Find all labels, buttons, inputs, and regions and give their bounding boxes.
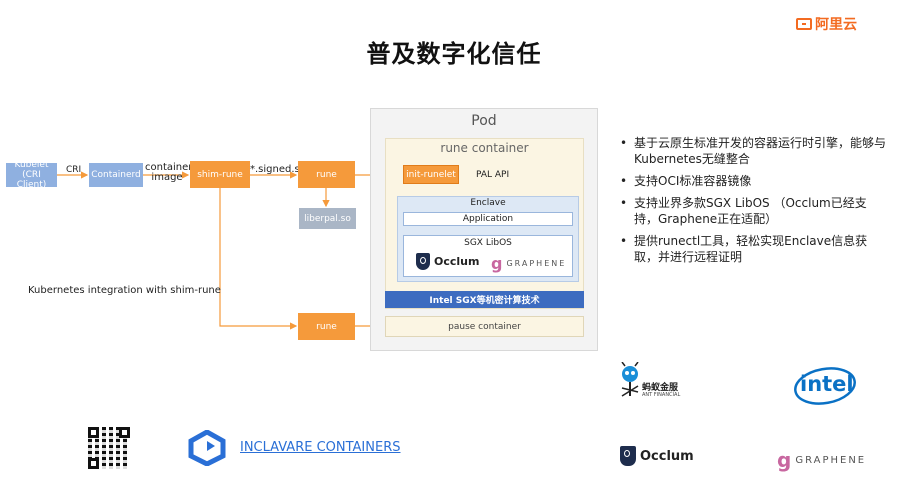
qr-code bbox=[88, 427, 130, 469]
pal-api-label: PAL API bbox=[476, 170, 510, 180]
containerd-node: Containerd bbox=[89, 163, 143, 187]
rune-node-top: rune bbox=[298, 161, 355, 188]
application-box: Application bbox=[403, 212, 573, 226]
container-image-label: container image bbox=[145, 162, 193, 183]
intel-swoosh-icon bbox=[794, 367, 856, 405]
ant-name: 蚂蚁金服 bbox=[642, 383, 679, 393]
list-item: 提供runectl工具，轻松实现Enclave信息获取，并进行远程证明 bbox=[620, 233, 890, 265]
kubelet-node: Kubelet (CRI Client) bbox=[6, 160, 57, 190]
graphene-logo: g GRAPHENE bbox=[777, 448, 866, 472]
sgx-libos-title: SGX LibOS bbox=[464, 238, 512, 248]
occlum-inline-logo: Occlum bbox=[416, 253, 479, 270]
intel-sgx-bar: Intel SGX等机密计算技术 bbox=[385, 291, 584, 308]
occlum-logo: Occlum bbox=[620, 446, 694, 466]
occlum-text: Occlum bbox=[640, 448, 694, 464]
arrow-shim-rune-bottom bbox=[219, 186, 298, 330]
list-item: 支持OCI标准容器镜像 bbox=[620, 173, 890, 189]
ant-financial-logo: 蚂蚁金服 ANT FINANCIAL bbox=[616, 362, 688, 410]
occlum-shield-icon bbox=[620, 446, 636, 466]
rune-node-bottom: rune bbox=[298, 313, 355, 340]
sgx-libos-box bbox=[403, 235, 573, 277]
signed-so-label: *.signed.so bbox=[250, 164, 306, 175]
list-item: 基于云原生标准开发的容器运行时引擎，能够与Kubernetes无缝整合 bbox=[620, 135, 890, 167]
brand-name: 阿里云 bbox=[815, 17, 857, 33]
graphene-g-icon: g bbox=[491, 254, 503, 273]
ant-subname: ANT FINANCIAL bbox=[642, 392, 681, 398]
cri-label: CRI bbox=[66, 165, 82, 175]
shim-rune-node: shim-rune bbox=[190, 161, 250, 188]
liberpal-node: liberpal.so bbox=[299, 208, 356, 229]
feature-list: 基于云原生标准开发的容器运行时引擎，能够与Kubernetes无缝整合 支持OC… bbox=[620, 135, 890, 271]
intel-text: intel bbox=[800, 372, 854, 396]
page-title: 普及数字化信任 bbox=[366, 40, 542, 68]
pause-container-box: pause container bbox=[385, 316, 584, 337]
graphene-text: GRAPHENE bbox=[795, 454, 867, 466]
graphene-inline-logo: g GRAPHENE bbox=[491, 254, 566, 273]
intel-logo: intel bbox=[792, 364, 858, 408]
rune-container-title: rune container bbox=[440, 141, 529, 155]
ant-icon bbox=[621, 362, 639, 397]
inclavare-logo-icon bbox=[188, 430, 226, 466]
enclave-title: Enclave bbox=[470, 198, 506, 208]
alibaba-cloud-icon bbox=[796, 18, 812, 30]
inclavare-link[interactable]: INCLAVARE CONTAINERS bbox=[240, 440, 401, 455]
graphene-inline-text: GRAPHENE bbox=[506, 259, 567, 268]
occlum-inline-text: Occlum bbox=[434, 255, 480, 268]
integration-caption: Kubernetes integration with shim-rune bbox=[28, 285, 221, 296]
occlum-shield-icon bbox=[416, 253, 430, 270]
alibaba-cloud-logo: 阿里云 bbox=[796, 14, 857, 34]
init-runelet-node: init-runelet bbox=[403, 165, 459, 184]
graphene-g-icon: g bbox=[777, 448, 792, 472]
list-item: 支持业界多款SGX LibOS （Occlum已经支持，Graphene正在适配… bbox=[620, 195, 890, 227]
pod-title: Pod bbox=[471, 113, 497, 129]
